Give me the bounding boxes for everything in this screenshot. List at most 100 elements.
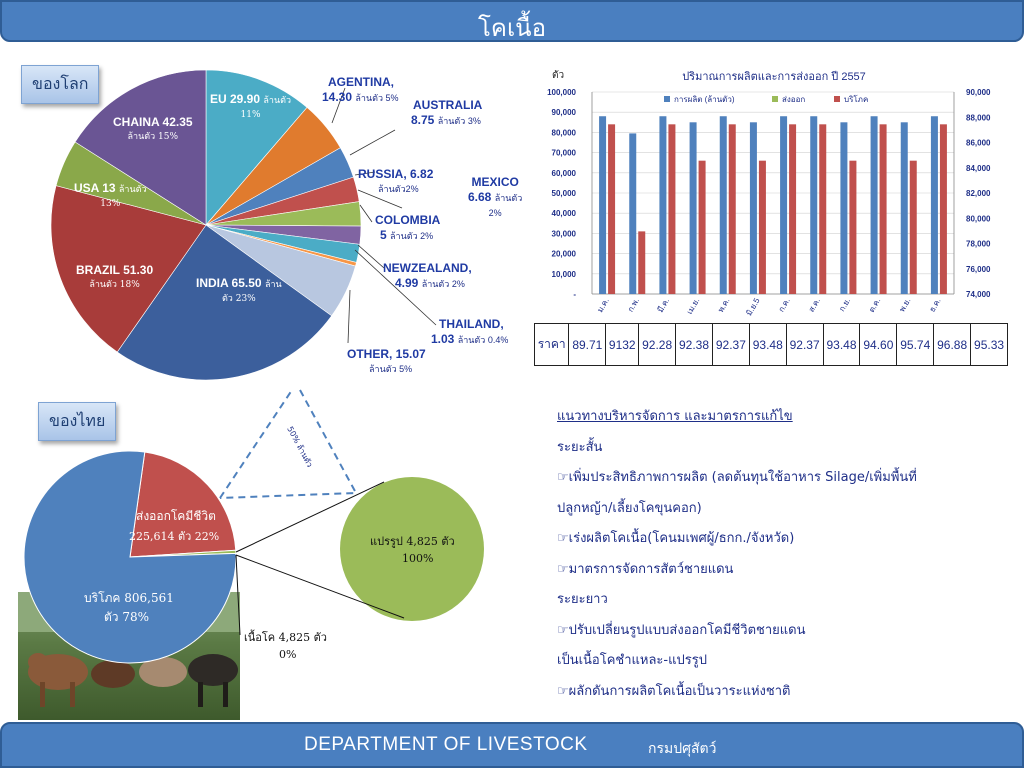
slide-title: โคเนื้อ bbox=[478, 14, 546, 42]
bar-production bbox=[810, 116, 818, 294]
label-colombia: COLOMBIA 5 ล้านตัว 2% bbox=[375, 213, 441, 242]
bar-production bbox=[719, 116, 727, 294]
world-leader-line bbox=[331, 87, 346, 124]
price-cell: 93.48 bbox=[748, 323, 787, 366]
plan-long-term: ระยะยาว bbox=[557, 592, 608, 607]
label-china: CHAINA 42.35 ล้านตัว 15% bbox=[113, 115, 193, 142]
label-australia: AUSTRALIA 8.75 ล้านตัว 3% bbox=[411, 98, 483, 127]
price-cell: 92.38 bbox=[675, 323, 713, 366]
world-pie-slice-india bbox=[116, 224, 333, 381]
y-tick-right: 88,000 bbox=[966, 113, 991, 122]
y-tick-left: 50,000 bbox=[552, 189, 577, 198]
bar-consumption bbox=[849, 160, 857, 294]
y-tick-right: 78,000 bbox=[966, 240, 991, 249]
y-tick-left: 100,000 bbox=[547, 88, 576, 97]
bar-production bbox=[840, 122, 848, 294]
label-usa: USA 13 ล้านตัว 13% bbox=[74, 181, 147, 209]
slide-footer: DEPARTMENT OF LIVESTOCK กรมปศุสัตว์ bbox=[0, 722, 1024, 768]
label-export-live: ส่งออกโคมีชีวิต bbox=[136, 509, 216, 523]
bar-production bbox=[689, 122, 697, 294]
plan-item: ☞ผลักดันการผลิตโคเนื้อเป็นวาระแห่งชาติ bbox=[557, 683, 791, 699]
legend-swatch bbox=[834, 96, 840, 102]
label-india: INDIA 65.50 ล้าน ตัว 23% bbox=[196, 276, 282, 304]
legend-swatch bbox=[772, 96, 778, 102]
bar-consumption bbox=[939, 124, 947, 294]
legend-label: การผลิต (ล้านตัว) bbox=[674, 95, 735, 104]
footer-english: DEPARTMENT OF LIVESTOCK bbox=[304, 734, 588, 755]
price-cell: 93.48 bbox=[822, 323, 861, 366]
label-consume-value: ตัว 78% bbox=[104, 610, 150, 624]
thai-pie-slice-1 bbox=[23, 450, 237, 664]
bar-production bbox=[870, 116, 878, 294]
bar-production bbox=[659, 116, 667, 294]
label-processed-pct: 100% bbox=[402, 552, 434, 565]
bar-consumption bbox=[879, 124, 887, 294]
bar-production bbox=[930, 116, 938, 294]
y-tick-right: 80,000 bbox=[966, 214, 991, 223]
label-processed: แปรรูป 4,825 ตัว bbox=[370, 535, 455, 548]
price-cell: 94.60 bbox=[859, 323, 898, 366]
y-tick-left: - bbox=[573, 290, 576, 299]
price-cell: 92.28 bbox=[638, 323, 677, 366]
world-leader-line bbox=[357, 244, 385, 269]
world-leader-line bbox=[359, 204, 373, 223]
world-pie-slice-chaina bbox=[74, 69, 207, 226]
chart-title: ปริมาณการผลิตและการส่งออก ปี 2557 bbox=[682, 70, 866, 83]
chart-unit: ตัว bbox=[552, 70, 564, 81]
bar-consumption bbox=[909, 160, 917, 294]
legend-label: ส่งออก bbox=[782, 95, 805, 104]
legend-swatch bbox=[664, 96, 670, 102]
bar-production bbox=[749, 122, 757, 294]
y-tick-right: 82,000 bbox=[966, 189, 991, 198]
label-russia: RUSSIA, 6.82 ล้านตัว2% bbox=[358, 167, 434, 194]
plan-item: ☞เพิ่มประสิทธิภาพการผลิต (ลดต้นทุนใช้อาห… bbox=[557, 470, 917, 485]
y-tick-left: 40,000 bbox=[552, 209, 577, 218]
label-beef-meat: เนื้อโค 4,825 ตัว bbox=[244, 631, 327, 644]
y-tick-right: 74,000 bbox=[966, 290, 991, 299]
plan-item: ☞ปรับเปลี่ยนรูปแบบส่งออกโคมีชีวิตชายแดน bbox=[557, 622, 806, 638]
label-brazil: BRAZIL 51.30 ล้านตัว 18% bbox=[76, 263, 154, 290]
price-cell: 96.88 bbox=[933, 323, 972, 366]
label-export-live-value: 225,614 ตัว 22% bbox=[129, 530, 220, 543]
price-cell: 95.33 bbox=[970, 323, 1008, 366]
y-tick-left: 10,000 bbox=[552, 270, 577, 279]
label-beef-meat-pct: 0% bbox=[279, 648, 297, 661]
price-label: ราคา bbox=[533, 323, 570, 366]
bar-consumption bbox=[758, 160, 766, 294]
price-cell: 92.37 bbox=[711, 323, 750, 366]
y-tick-left: 80,000 bbox=[552, 128, 577, 137]
bar-consumption bbox=[728, 124, 736, 294]
bar-production bbox=[780, 116, 788, 294]
plan-item: ☞มาตรการจัดการสัตว์ชายแดน bbox=[557, 561, 734, 577]
y-tick-left: 70,000 bbox=[552, 149, 577, 158]
bar-consumption bbox=[608, 124, 616, 294]
world-tag: ของโลก bbox=[21, 65, 100, 104]
world-leader-line bbox=[357, 189, 403, 209]
plan-item-cont: เป็นเนื้อโคชำแหละ-แปรรูป bbox=[557, 653, 707, 668]
label-eu: EU 29.90 ล้านตัว 11% bbox=[210, 92, 292, 120]
y-tick-left: 60,000 bbox=[552, 169, 577, 178]
bar-consumption bbox=[789, 124, 797, 294]
y-tick-left: 30,000 bbox=[552, 229, 577, 238]
thai-pie-chart bbox=[23, 389, 484, 664]
legend-label: บริโภค bbox=[844, 94, 868, 104]
connector-line bbox=[235, 554, 241, 636]
bracket-triangle bbox=[219, 389, 358, 499]
connector-line bbox=[235, 554, 405, 619]
world-leader-line bbox=[347, 289, 351, 344]
connector-line bbox=[235, 481, 385, 553]
y-tick-right: 86,000 bbox=[966, 139, 991, 148]
bar-consumption bbox=[638, 231, 646, 294]
bar-production bbox=[629, 133, 637, 294]
plan-heading: แนวทางบริหารจัดการ และมาตรการแก้ไข bbox=[557, 409, 793, 424]
world-pie-chart bbox=[50, 69, 437, 381]
bar-consumption bbox=[819, 124, 827, 294]
price-cell: 89.71 bbox=[568, 323, 607, 366]
management-plan: แนวทางบริหารจัดการ และมาตรการแก้ไข ระยะส… bbox=[557, 402, 1007, 707]
thai-pie-slice-0 bbox=[129, 451, 237, 558]
world-leader-line bbox=[349, 129, 396, 156]
y-tick-left: 20,000 bbox=[552, 250, 577, 259]
slide-header: โคเนื้อ bbox=[0, 0, 1024, 42]
